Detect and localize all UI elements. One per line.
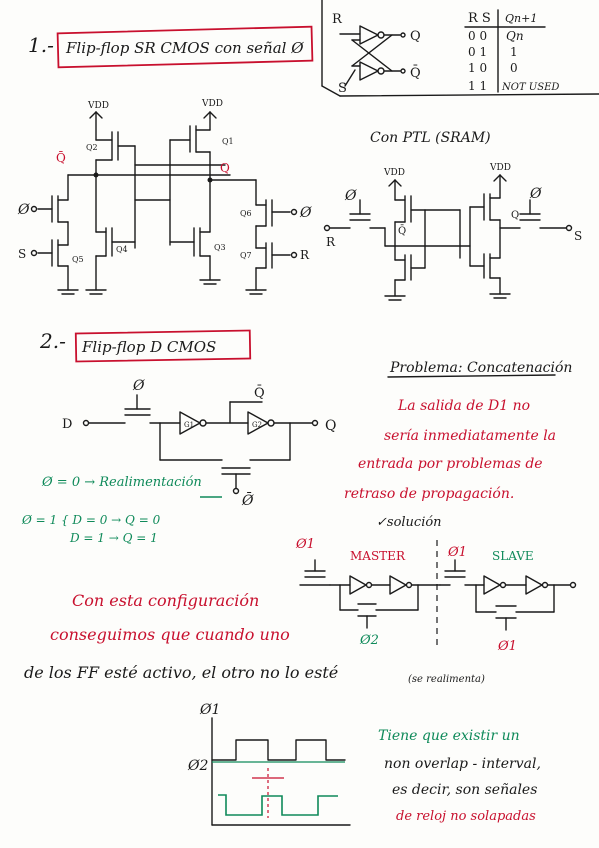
config-line-1: Con esta configuración	[72, 591, 259, 610]
ptl-q: Q	[511, 210, 519, 221]
dff-g1: G1	[184, 421, 194, 429]
section2-title: Flip-flop D CMOS	[81, 338, 216, 356]
sr-qbar-label: Q̄	[56, 150, 66, 165]
clock-text-2: non overlap - interval,	[384, 756, 541, 772]
dff-phi-bottom: Ø̄	[241, 491, 254, 509]
section2-title-box	[74, 329, 252, 363]
tt-r2-a: 0 1	[468, 45, 487, 59]
config-line-3: de los FF esté activo, el otro no lo est…	[24, 663, 338, 682]
master-slave-circuit	[299, 540, 577, 650]
section2-number: 2.-	[39, 329, 66, 353]
ms-master-label: MASTER	[350, 549, 406, 563]
clock-text-1: Tiene que existir un	[378, 728, 520, 744]
clock-diagram	[211, 717, 351, 826]
ms-phi1-slave: Ø1	[497, 639, 517, 654]
ms-slave-label: SLAVE	[492, 549, 534, 563]
config-aside: (se realimenta)	[408, 674, 485, 685]
legend-qbar: Q̄	[410, 65, 421, 81]
dff-g2: G2	[252, 421, 262, 429]
d-ff-circuit	[82, 394, 319, 495]
rule-1: Ø = 1 { D = 0 → Q = 0	[21, 513, 161, 527]
sr-r-input: R	[300, 248, 310, 262]
ptl-r: R	[326, 235, 336, 249]
legend-q: Q	[410, 29, 421, 44]
problem-line-3: entrada por problemas de	[358, 456, 543, 472]
sr-s-input: S	[18, 247, 26, 261]
section1-title-box	[56, 25, 314, 69]
ms-phi1: Ø1	[295, 537, 315, 552]
sr-q6: Q6	[240, 209, 252, 218]
sr-cmos-circuit	[30, 111, 298, 295]
sr-q-label: Q	[220, 161, 230, 175]
sr-vdd-left: VDD	[87, 101, 109, 111]
section1-title: Flip-flop SR CMOS con señal Ø	[65, 39, 304, 57]
dff-d: D	[62, 417, 72, 432]
tt-header-rs: R S	[468, 11, 491, 26]
sr-q4: Q4	[116, 245, 128, 254]
ptl-phi-right: Ø	[529, 186, 542, 202]
dff-qbar: Q̄	[254, 385, 265, 401]
tt-r1-b: Qn	[506, 29, 524, 43]
ptl-title: Con PTL (SRAM)	[370, 130, 491, 146]
clock-text-3: es decir, son señales	[392, 782, 537, 798]
rule-2: D = 1 → Q = 1	[69, 531, 158, 545]
legend-s: S	[338, 81, 347, 96]
problem-line-1: La salida de D1 no	[397, 398, 530, 414]
section1-number: 1.-	[28, 33, 54, 57]
tt-header-q: Qn+1	[505, 12, 537, 25]
clock-phi2: Ø2	[187, 758, 208, 774]
ms-phi-mid: Ø1	[447, 545, 467, 560]
tt-r3-a: 1 0	[468, 61, 487, 75]
tt-r4-b: NOT USED	[501, 82, 559, 93]
sr-q3: Q3	[214, 243, 226, 252]
ms-phi2-master: Ø2	[359, 633, 379, 648]
sr-q1: Q1	[222, 137, 234, 146]
problem-underline	[387, 374, 556, 378]
ptl-qbar: Q̄	[398, 225, 406, 237]
clock-text-4: de reloj no solapadas	[396, 809, 536, 824]
legend-r: R	[332, 12, 343, 27]
problem-line-2: sería inmediatamente la	[384, 428, 556, 444]
ptl-circuit	[323, 174, 573, 301]
sr-phi-left: Ø	[17, 202, 30, 218]
tt-r2-b: 1	[510, 45, 518, 59]
ptl-vdd-right: VDD	[489, 163, 511, 173]
ptl-vdd-left: VDD	[383, 168, 405, 178]
ptl-s: S	[574, 229, 582, 243]
config-line-2: conseguimos que cuando uno	[50, 625, 290, 644]
clock-phi1: Ø1	[199, 702, 220, 718]
solution-label: ✓solución	[376, 515, 442, 530]
tt-r1-a: 0 0	[468, 29, 487, 43]
sr-q7: Q7	[240, 251, 252, 260]
ptl-phi-left: Ø	[344, 188, 357, 204]
tt-r3-b: 0	[510, 61, 518, 75]
sr-vdd-right: VDD	[201, 99, 223, 109]
problem-title: Problema: Concatenación	[389, 360, 572, 376]
truth-table: R S Qn+1 0 0 Qn 0 1 1 1 0 0 1 1 NOT USED	[464, 9, 559, 93]
problem-line-4: retraso de propagación.	[344, 486, 514, 502]
dff-phi-top: Ø	[132, 378, 145, 394]
sr-legend-symbol	[321, 0, 599, 97]
tt-r4-a: 1 1	[468, 79, 487, 93]
sr-phi-right: Ø	[299, 205, 312, 221]
sr-q2: Q2	[86, 143, 98, 152]
sr-q5: Q5	[72, 255, 84, 264]
dff-q: Q	[325, 418, 336, 434]
feedback-note: Ø = 0 → Realimentación	[41, 475, 202, 490]
